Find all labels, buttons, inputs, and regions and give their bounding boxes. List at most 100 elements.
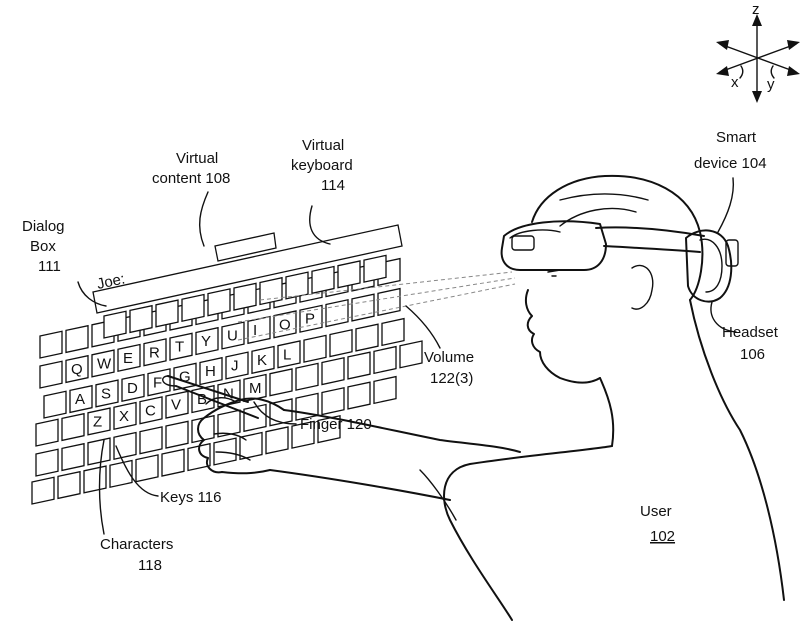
axis-y-label: y [767, 76, 775, 93]
blank-key [135, 454, 159, 483]
key-t [169, 332, 193, 361]
blank-key [31, 476, 55, 505]
label-keys: Keys 116 [160, 489, 221, 506]
key-character: W [97, 355, 112, 372]
blank-key [155, 299, 179, 328]
key-i [247, 315, 271, 345]
dialog-box [92, 224, 403, 314]
blank-key [207, 288, 231, 317]
blank-key [351, 293, 375, 322]
label-smart-device-line2: device 104 [694, 155, 767, 172]
blank-key [35, 418, 59, 447]
key-k [251, 345, 275, 375]
label-virtual-keyboard-line3: 114 [321, 177, 345, 194]
blank-key [239, 431, 263, 461]
key-n [217, 379, 241, 408]
virtual-content-panel: Joe: [92, 224, 403, 314]
key-r [143, 338, 167, 367]
blank-key [269, 368, 293, 397]
blank-key [355, 323, 379, 352]
key-q [65, 354, 89, 384]
blank-key [321, 356, 345, 386]
label-volume-line1: Volume [424, 349, 474, 366]
blank-key [161, 448, 185, 477]
blank-key [87, 437, 111, 466]
label-headset-line2: 106 [740, 346, 765, 363]
key-character: A [75, 391, 85, 408]
gaze-volume [237, 271, 516, 341]
key-f [147, 368, 171, 397]
blank-key [329, 328, 353, 358]
blank-key [291, 420, 315, 449]
blank-key [285, 271, 309, 300]
blank-key [139, 426, 163, 455]
label-user-line2: 102 [650, 528, 675, 545]
user-figure [162, 174, 785, 621]
blank-key [35, 448, 59, 477]
key-character: F [153, 374, 162, 391]
axis-z-label: z [752, 1, 760, 18]
dialog-box-text: Joe: [95, 270, 126, 293]
blank-key [181, 293, 205, 323]
blank-key [191, 414, 215, 444]
labels: Virtual content 108 Virtual keyboard 114… [22, 129, 779, 574]
key-x [113, 401, 137, 431]
key-s [95, 379, 119, 408]
label-finger: Finger 120 [300, 416, 372, 433]
blank-key [129, 304, 153, 334]
key-l [277, 340, 301, 369]
key-b [191, 384, 215, 414]
key-character: V [171, 397, 181, 414]
key-m [243, 373, 267, 403]
key-w [91, 349, 115, 378]
key-character: K [257, 352, 267, 369]
blank-key [213, 437, 237, 466]
key-z [87, 407, 111, 436]
key-character: I [253, 322, 257, 339]
blank-key [61, 412, 85, 442]
blank-key [377, 287, 401, 317]
blank-key [217, 409, 241, 438]
blank-key [265, 426, 289, 455]
blank-key [259, 276, 283, 306]
key-character: C [145, 402, 156, 419]
leader-lines [77, 177, 737, 535]
blank-key [187, 442, 211, 472]
blank-key [243, 403, 267, 433]
blank-key [57, 470, 81, 500]
blank-key [39, 360, 63, 389]
label-dialog-box-line1: Dialog [22, 218, 65, 235]
key-character: R [149, 344, 160, 361]
key-character: M [249, 380, 262, 397]
axis-x-label: x [731, 74, 739, 91]
key-e [117, 343, 141, 373]
blank-key [43, 390, 67, 419]
key-h [199, 356, 223, 386]
key-c [139, 396, 163, 425]
key-character: B [197, 391, 207, 408]
key-character: E [123, 350, 133, 367]
blank-key [347, 351, 371, 380]
key-character: Z [93, 413, 102, 430]
label-virtual-content-line2: content 108 [152, 170, 230, 187]
blank-key [109, 459, 133, 489]
blank-key [347, 381, 371, 410]
blank-key [103, 310, 127, 339]
key-u [221, 321, 245, 350]
key-a [69, 384, 93, 414]
label-user-line1: User [640, 503, 672, 520]
key-character: Q [71, 361, 83, 378]
label-virtual-keyboard-line1: Virtual [302, 137, 344, 154]
blank-key [83, 465, 107, 494]
label-dialog-box-line3: 111 [38, 258, 61, 275]
key-p [299, 304, 323, 333]
key-character: J [231, 358, 239, 375]
blank-key [233, 282, 257, 311]
blank-key [295, 362, 319, 391]
key-j [225, 351, 249, 380]
key-o [273, 310, 297, 339]
label-characters-line1: Characters [100, 536, 173, 553]
blank-key [65, 324, 89, 354]
